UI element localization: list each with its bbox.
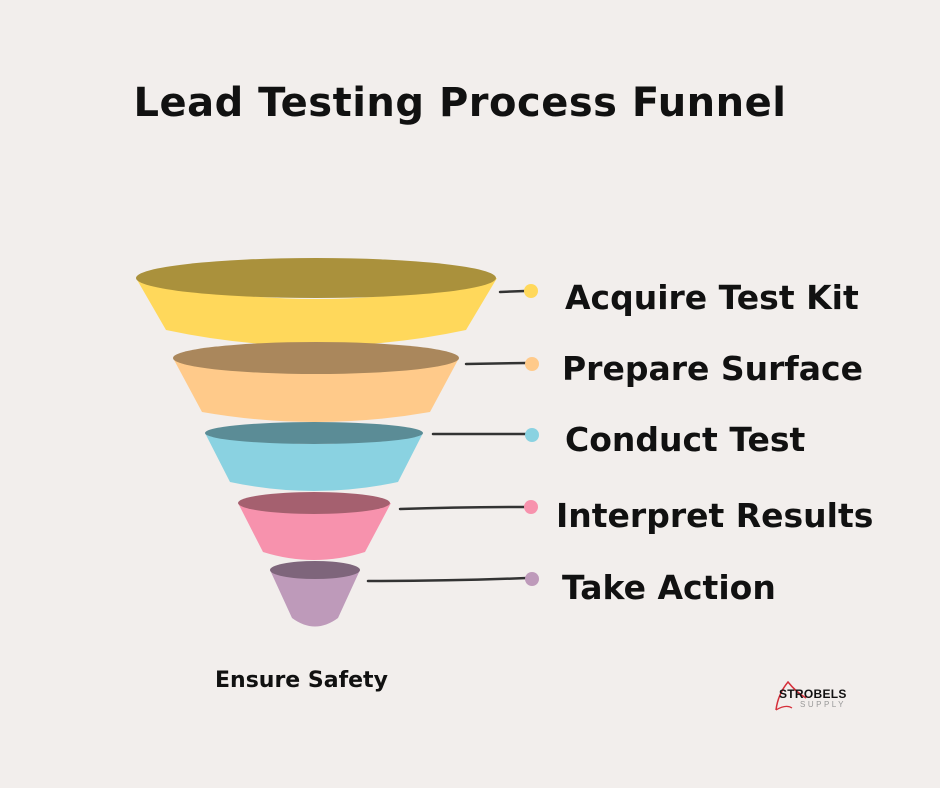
logo-brand-text: STROBELS (779, 687, 847, 701)
bullet-dot-1 (524, 284, 538, 298)
brand-logo: STROBELS SUPPLY (772, 680, 872, 712)
stage-label-3: Conduct Test (565, 420, 806, 459)
funnel-rim-4 (238, 492, 390, 514)
funnel-stage-2 (173, 342, 459, 422)
funnel-rim-1 (136, 258, 496, 298)
funnel-body-3 (205, 433, 423, 491)
funnel-stage-1 (136, 258, 497, 346)
bullet-dot-5 (525, 572, 539, 586)
funnel-rim-3 (205, 422, 423, 444)
funnel-body-2 (173, 358, 459, 422)
stage-label-4: Interpret Results (556, 496, 874, 535)
stage-label-1: Acquire Test Kit (565, 278, 859, 317)
connector-line-1 (498, 289, 527, 294)
stage-label-2: Prepare Surface (562, 349, 863, 388)
funnel-stage-4 (238, 492, 391, 560)
logo-mark-icon (775, 680, 807, 711)
page-title: Lead Testing Process Funnel (133, 80, 787, 126)
connector-line-5 (366, 576, 529, 583)
connector-line-4 (398, 505, 529, 511)
logo-sub-text: SUPPLY (800, 700, 846, 709)
connector-line-2 (464, 361, 528, 366)
bullet-dot-4 (524, 500, 538, 514)
stage-label-5: Take Action (562, 568, 776, 607)
funnel-body-4 (238, 503, 391, 560)
bullet-dot-3 (525, 428, 539, 442)
funnel-body-5 (270, 570, 360, 627)
funnel-rim-5 (270, 561, 360, 579)
funnel-stage-5 (270, 561, 360, 627)
funnel-stage-3 (205, 422, 423, 491)
funnel-rim-2 (173, 342, 459, 374)
bullet-dot-2 (525, 357, 539, 371)
footer-caption: Ensure Safety (215, 668, 388, 693)
